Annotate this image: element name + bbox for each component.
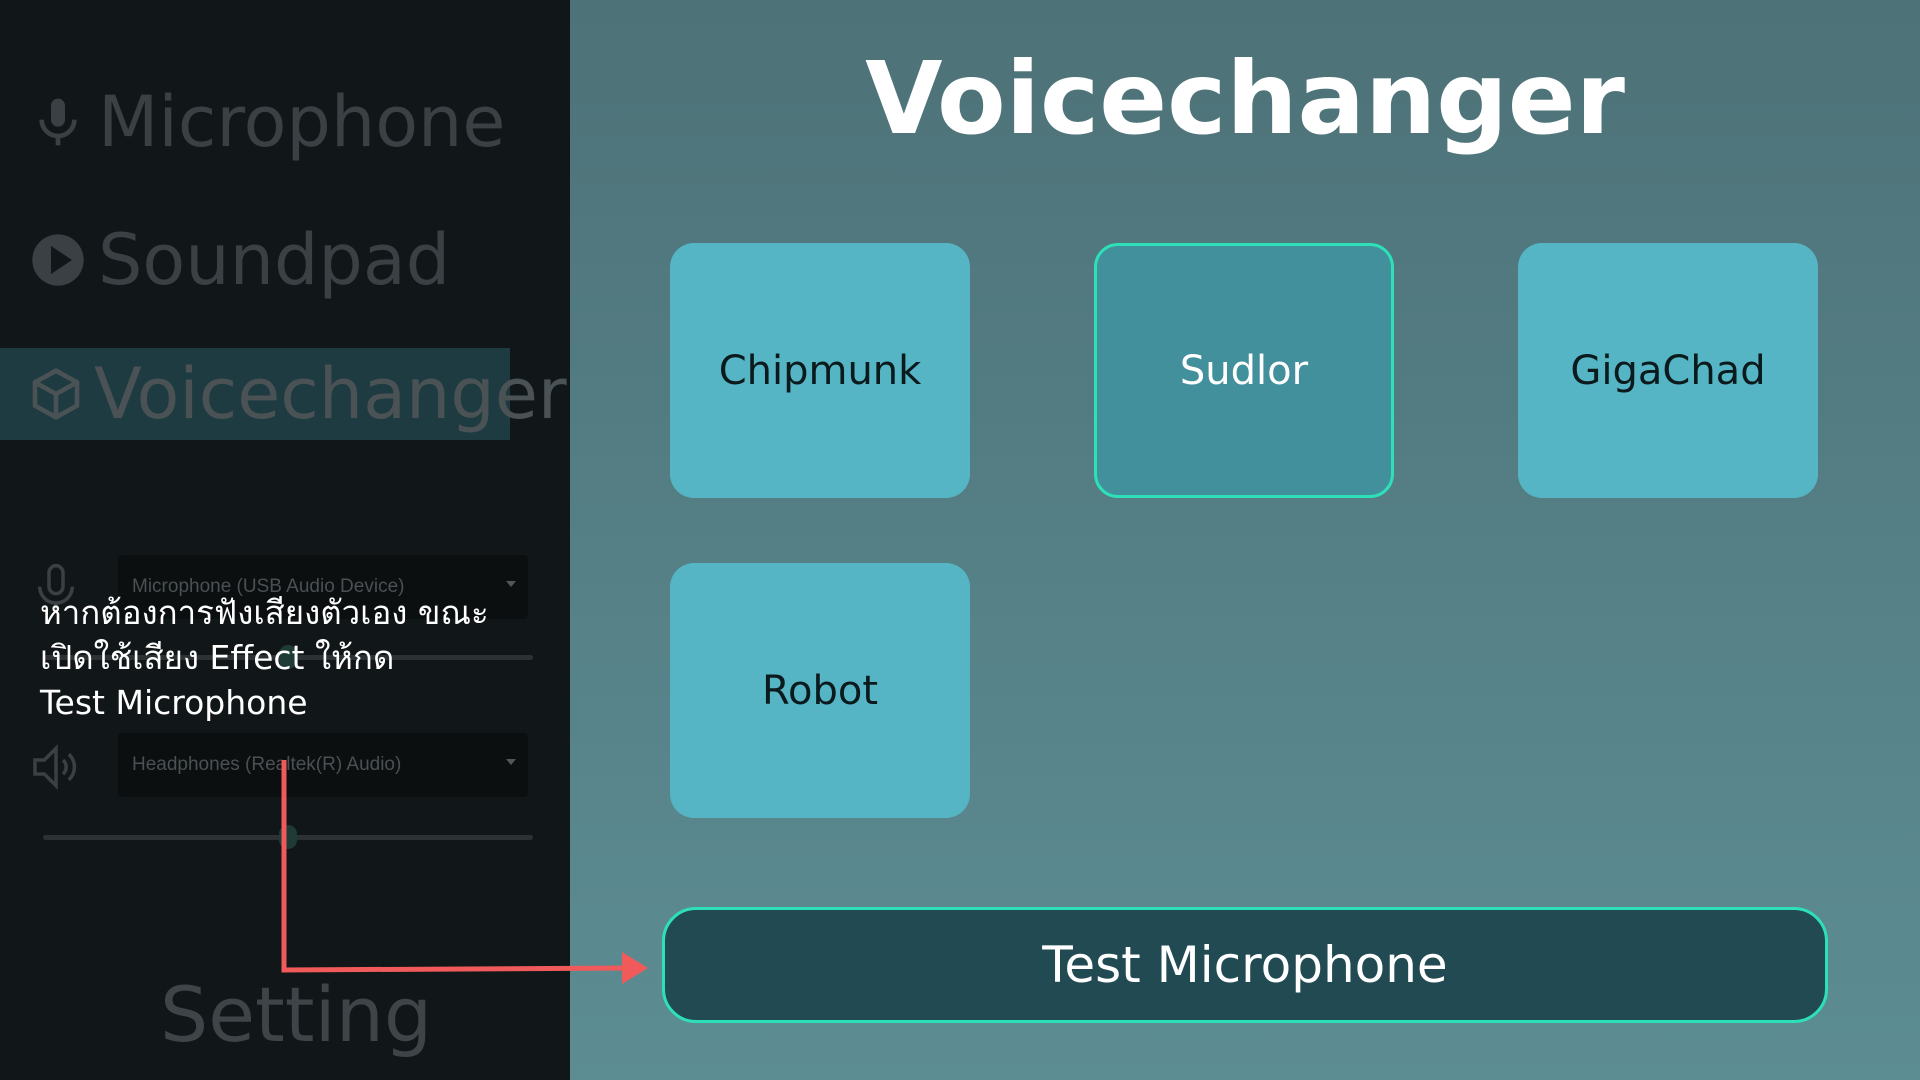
sidebar-item-microphone[interactable]: Microphone	[0, 76, 510, 168]
speaker-icon	[33, 744, 77, 790]
sidebar-item-label: Soundpad	[98, 219, 451, 301]
microphone-outline-icon	[37, 563, 75, 613]
sidebar-item-label: Microphone	[98, 81, 506, 163]
annotation-line: หากต้องการฟังเสียงตัวเอง ขณะ	[40, 593, 489, 632]
voice-chipmunk-button[interactable]: Chipmunk	[670, 243, 970, 498]
output-device-value: Headphones (Realtek(R) Audio)	[132, 754, 402, 775]
cube-icon	[28, 364, 84, 424]
voice-gigachad-button[interactable]: GigaChad	[1518, 243, 1818, 498]
slider-handle[interactable]	[279, 825, 297, 849]
slider-handle[interactable]	[279, 645, 297, 669]
input-volume-slider[interactable]	[43, 645, 533, 669]
output-device-select[interactable]: Headphones (Realtek(R) Audio)	[118, 733, 528, 797]
test-microphone-button[interactable]: Test Microphone	[662, 907, 1828, 1023]
input-device-value: Microphone (USB Audio Device)	[132, 576, 405, 597]
sidebar-item-label: Voicechanger	[94, 353, 567, 435]
sidebar: Microphone Soundpad Voicechanger Microph…	[0, 0, 570, 1080]
main-panel: Voicechanger Chipmunk Sudlor GigaChad Ro…	[570, 0, 1920, 1080]
microphone-icon	[28, 92, 88, 152]
voice-robot-button[interactable]: Robot	[670, 563, 970, 818]
chevron-down-icon	[506, 581, 516, 587]
chevron-down-icon	[506, 759, 516, 765]
annotation-line: Test Microphone	[40, 683, 308, 722]
input-device-row: Microphone (USB Audio Device)	[28, 555, 528, 619]
voice-sudlor-button[interactable]: Sudlor	[1094, 243, 1394, 498]
sidebar-item-soundpad[interactable]: Soundpad	[0, 214, 510, 306]
sidebar-item-voicechanger[interactable]: Voicechanger	[0, 348, 567, 440]
output-volume-slider[interactable]	[43, 825, 533, 849]
page-title: Voicechanger	[865, 40, 1625, 157]
annotation-line: เปิดใช้เสียง Effect ให้กด	[40, 638, 395, 677]
setting-button[interactable]: Setting	[160, 970, 433, 1059]
annotation-text: หากต้องการฟังเสียงตัวเอง ขณะ เปิดใช้เสีย…	[40, 590, 540, 725]
output-device-row: Headphones (Realtek(R) Audio)	[28, 733, 528, 797]
play-circle-icon	[28, 230, 88, 290]
input-device-select[interactable]: Microphone (USB Audio Device)	[118, 555, 528, 619]
